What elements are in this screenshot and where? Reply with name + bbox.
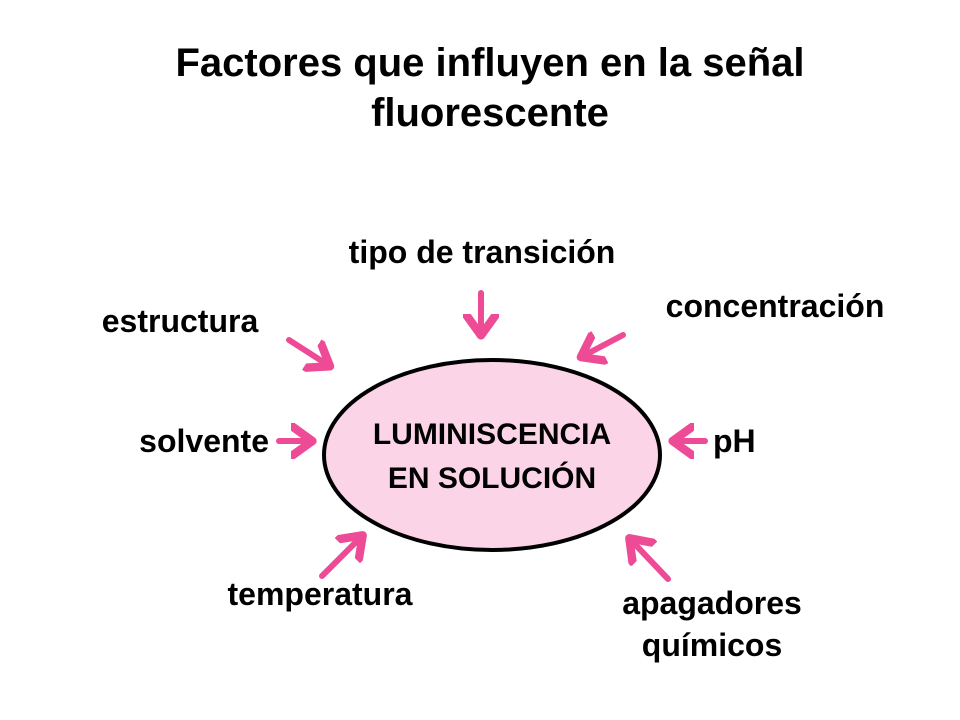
- title-line-1: Factores que influyen en la señal: [175, 41, 805, 85]
- arrow-temperatura: [319, 537, 361, 579]
- label-apagadores-line-2: químicos: [642, 627, 782, 663]
- label-ph: pH: [713, 423, 756, 459]
- center-label-line-2: EN SOLUCIÓN: [388, 461, 596, 495]
- center-label-line-1: LUMINISCENCIA: [373, 418, 611, 451]
- label-temperatura: temperatura: [228, 576, 413, 612]
- arrow-apagadores-quimicos: [631, 540, 671, 582]
- label-concentracion: concentración: [666, 288, 885, 324]
- label-apagadores-line-1: apagadores: [622, 585, 802, 621]
- arrow-estructura: [286, 337, 328, 365]
- page-title: Factores que influyen en la señal fluore…: [80, 38, 900, 138]
- label-tipo-de-transicion: tipo de transición: [349, 234, 616, 270]
- label-solvente: solvente: [139, 423, 269, 459]
- label-estructura: estructura: [102, 303, 259, 339]
- center-ellipse: [322, 358, 662, 552]
- title-line-2: fluorescente: [371, 91, 609, 135]
- arrow-concentracion: [583, 335, 626, 356]
